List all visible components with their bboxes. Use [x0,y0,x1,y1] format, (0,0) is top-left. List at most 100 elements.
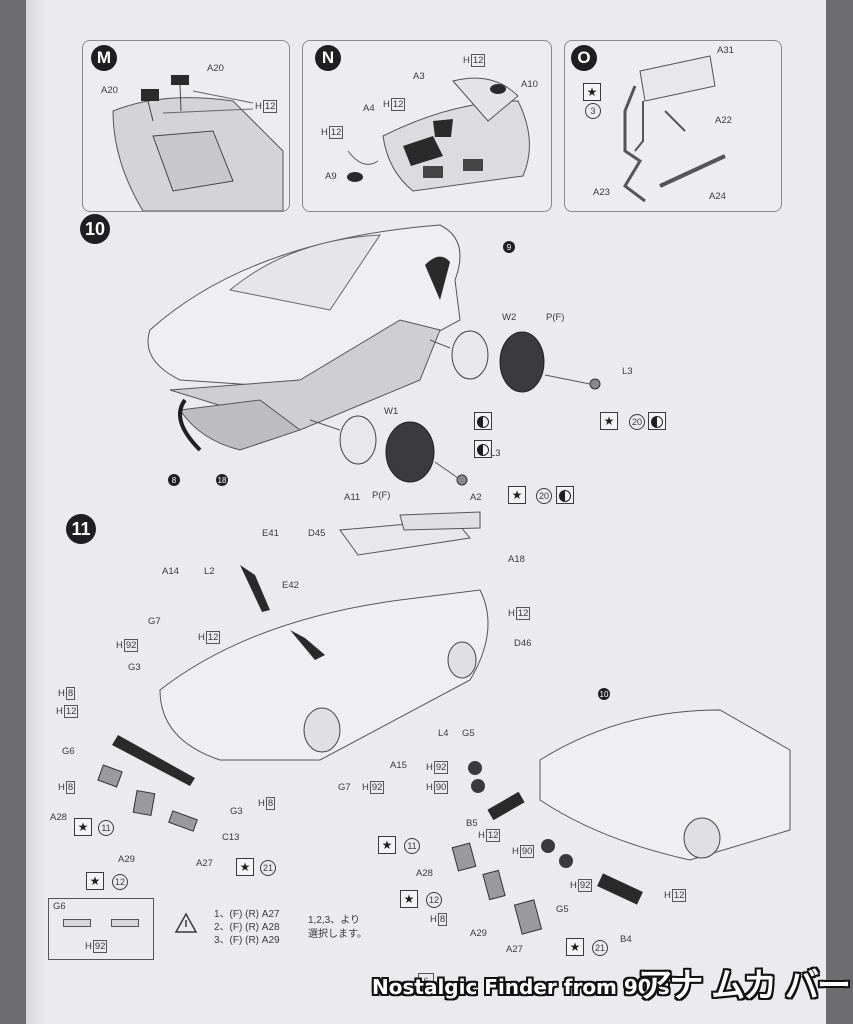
legend-part-right [111,919,139,927]
star-icon: ★ [600,412,618,430]
star-icon: ★ [566,938,584,956]
circle-ref-20a: 20 [629,414,645,430]
label-a18: A18 [508,554,525,565]
label-g5-top: G5 [462,728,475,739]
label-g3-top: G3 [128,662,141,673]
label-pf-bottom: P(F) [372,490,391,501]
note-choice-1: 1,2,3、より [308,915,361,926]
step-10-badge: 10 [80,214,110,244]
label-l3-top: L3 [622,366,633,377]
label-a2: A2 [470,492,482,503]
panel-n-drawing [347,77,530,192]
label-a29-left: A29 [118,854,135,865]
label-d45: D45 [308,528,326,539]
note-line-3: 3、(F) (R) A29 [214,935,280,946]
panel-m-drawing [112,75,284,211]
ref-8: 8 [168,474,180,486]
star-icon: ★ [583,83,601,101]
label-w2: W2 [502,312,517,323]
circle-ref-12a: 12 [112,874,128,890]
label-a22: A22 [715,115,732,126]
label-e42: E42 [282,580,299,591]
label-a24: A24 [709,191,726,202]
label-l2: L2 [204,566,215,577]
watermark-logo: アナ ムカ バー [638,966,851,1006]
label-a20-left: A20 [101,85,118,96]
ref-18: 18 [216,474,228,486]
note-line-2: 2、(F) (R) A28 [214,922,280,933]
panel-m-badge: M [91,45,117,71]
label-b5: B5 [466,818,478,829]
label-a27-right: A27 [506,944,523,955]
label-w1: W1 [384,406,399,417]
sheet-fold-shadow [26,0,46,1024]
star-icon: ★ [74,818,92,836]
panel-n-badge: N [315,45,341,71]
label-a14: A14 [162,566,179,577]
star-icon: ★ [378,836,396,854]
ref-10: 10 [598,688,610,700]
label-g6: G6 [62,746,75,757]
half-circle-marker-2 [648,412,666,430]
label-a9: A9 [325,171,337,182]
panel-o-badge: O [571,45,597,71]
label-pf-top: P(F) [546,312,565,323]
label-a31: A31 [717,45,734,56]
circle-ref-3: 3 [585,103,601,119]
label-a29-right: A29 [470,928,487,939]
step-11-badge: 11 [66,514,96,544]
label-a11: A11 [344,492,361,503]
label-e41: E41 [262,528,279,539]
legend-part-left [63,919,91,927]
label-a23: A23 [593,187,610,198]
star-icon: ★ [236,858,254,876]
label-a3: A3 [413,71,425,82]
page-number: 6 [418,973,434,989]
star-icon: ★ [508,486,526,504]
star-icon: ★ [400,890,418,908]
label-a10: A10 [521,79,538,90]
half-circle-marker-1 [474,412,492,430]
circle-ref-20b: 20 [536,488,552,504]
circle-ref-11a: 11 [98,820,114,836]
note-choice-2: 選択します。 [308,929,367,940]
label-l4: L4 [438,728,449,739]
label-c13: C13 [222,832,240,843]
circle-ref-21a: 21 [260,860,276,876]
label-l3-bottom: L3 [490,448,501,459]
label-g3-bottom: G3 [230,806,243,817]
panel-o-drawing [623,55,726,203]
circle-ref-11b: 11 [404,838,420,854]
legend-title: G6 [53,901,66,912]
label-a15: A15 [390,760,407,771]
half-circle-marker-4 [556,486,574,504]
circle-ref-21b: 21 [592,940,608,956]
label-g5-bottom: G5 [556,904,569,915]
label-d46: D46 [514,638,532,649]
label-a4: A4 [363,103,375,114]
ref-9: 9 [503,241,515,253]
star-icon: ★ [86,872,104,890]
label-a27-left: A27 [196,858,213,869]
